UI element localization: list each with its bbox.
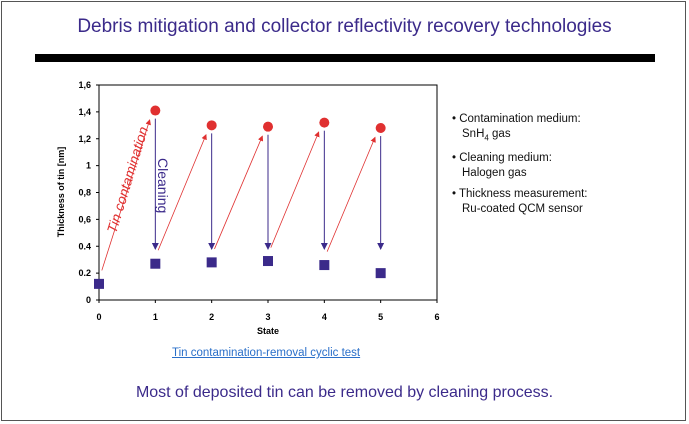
note-cleaning: • Cleaning medium:Halogen gas <box>452 152 552 180</box>
x-tick-label: 5 <box>378 312 383 322</box>
cleaning-point <box>150 258 161 269</box>
caption-link[interactable]: Tin contamination-removal cyclic test <box>172 347 361 359</box>
y-tick-label: 0 <box>86 295 91 305</box>
contamination-annotation: Tin contamination <box>104 124 152 234</box>
contamination-arrow <box>326 136 376 252</box>
y-tick-label: 1,2 <box>78 134 91 144</box>
contamination-point <box>150 105 161 116</box>
contamination-point <box>375 123 386 133</box>
notes: • Contamination medium:SnH4 gas • Cleani… <box>452 112 587 223</box>
x-tick-label: 0 <box>96 312 101 322</box>
y-tick-label: 1 <box>86 161 91 171</box>
y-tick-label: 0.2 <box>78 268 91 278</box>
conclusion: Most of deposited tin can be removed by … <box>135 384 554 401</box>
cleaning-point <box>319 260 330 271</box>
title-divider <box>35 54 655 62</box>
y-tick-label: 1,6 <box>78 80 91 90</box>
y-tick-label: 0.4 <box>78 241 91 251</box>
cleaning-point <box>94 278 104 289</box>
y-axis-label: Thickness of tin [nm] <box>56 147 66 238</box>
contamination-arrow <box>157 133 207 251</box>
contamination-arrow <box>101 119 151 271</box>
note-contamination: • Contamination medium:SnH4 gas <box>452 113 581 143</box>
cleaning-annotation: Cleaning <box>155 158 171 213</box>
x-tick-label: 6 <box>434 312 439 322</box>
y-tick-label: 1,4 <box>78 107 91 117</box>
x-axis-label: State <box>257 326 279 336</box>
x-tick-label: 4 <box>322 312 327 322</box>
contamination-arrow <box>214 135 264 250</box>
cleaning-point <box>206 257 217 268</box>
y-tick-label: 0,6 <box>78 214 91 224</box>
x-tick-label: 2 <box>209 312 214 322</box>
note-measurement: • Thickness measurement:Ru-coated QCM se… <box>452 188 588 216</box>
contamination-point <box>263 121 273 132</box>
cleaning-point <box>263 256 273 267</box>
cleaning-point <box>375 268 386 279</box>
y-tick-label: 0,8 <box>78 188 91 198</box>
contamination-point <box>206 120 217 131</box>
x-tick-label: 3 <box>265 312 270 322</box>
x-tick-label: 1 <box>153 312 158 322</box>
contamination-arrow <box>270 131 320 248</box>
contamination-point <box>319 117 330 128</box>
slide-title: Debris mitigation and collector reflecti… <box>77 16 612 37</box>
